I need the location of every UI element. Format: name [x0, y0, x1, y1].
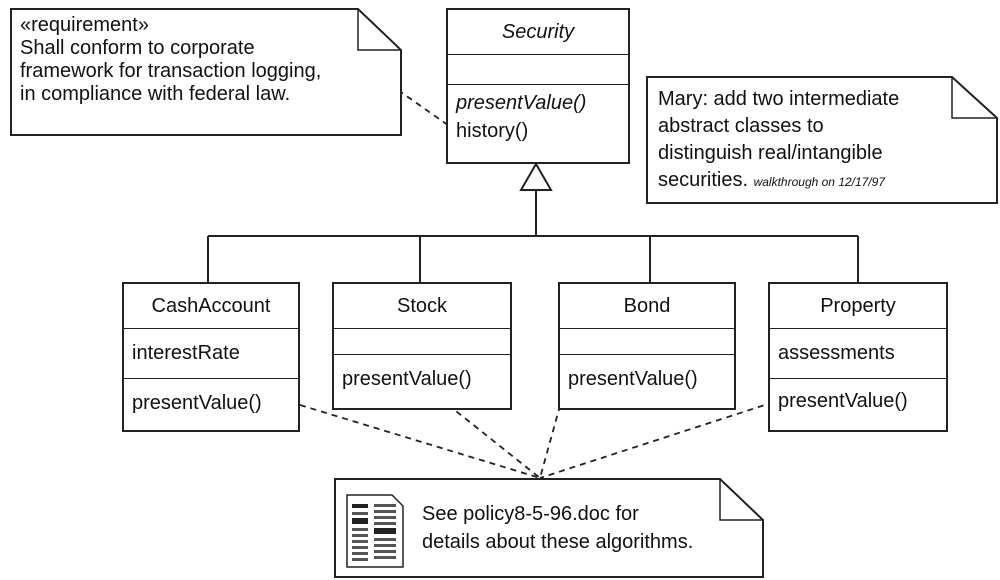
attribute-compartment: interestRate — [124, 328, 298, 378]
class-name: Stock — [396, 295, 448, 317]
requirement-line: framework for transaction logging, — [20, 60, 322, 82]
mary-note: Mary: add two intermediate abstract clas… — [646, 76, 998, 204]
class-security[interactable]: Security presentValue() history() — [446, 8, 630, 164]
attribute: assessments — [778, 342, 895, 364]
operation: presentValue() — [132, 392, 262, 414]
policy-line: See policy8-5-96.doc for — [422, 503, 639, 525]
note-shape — [334, 478, 764, 578]
class-name: Bond — [623, 295, 671, 317]
property-anchor-line — [539, 401, 775, 479]
cashaccount-anchor-line — [299, 404, 541, 479]
class-bond[interactable]: Bond presentValue() — [558, 282, 736, 410]
attribute-compartment — [334, 328, 510, 354]
requirement-anchor-line — [397, 89, 453, 129]
mary-line: securities. — [658, 169, 749, 191]
operation-compartment: presentValue() — [334, 354, 510, 393]
operation: presentValue() — [342, 368, 472, 390]
attribute-compartment — [448, 54, 628, 84]
policy-line: details about these algorithms. — [422, 531, 694, 553]
operation-compartment: presentValue() — [560, 354, 734, 393]
class-name: Property — [820, 295, 896, 317]
operation-compartment: presentValue() history() — [448, 84, 628, 145]
class-property[interactable]: Property assessments presentValue() — [768, 282, 948, 432]
operation: presentValue() — [778, 390, 908, 412]
attribute-compartment — [560, 328, 734, 354]
mary-line: distinguish real/intangible — [658, 142, 883, 164]
note-shape — [646, 76, 998, 204]
generalization-arrowhead — [519, 161, 553, 191]
attribute-compartment: assessments — [770, 328, 946, 378]
policy-note: See policy8-5-96.doc for details about t… — [334, 478, 764, 578]
walkthrough-annotation: walkthrough on 12/17/97 — [753, 175, 886, 189]
class-name: CashAccount — [151, 295, 271, 317]
operation-compartment: presentValue() — [124, 378, 298, 417]
class-name: Security — [501, 21, 575, 43]
operation: presentValue() — [456, 92, 587, 114]
note-shape — [10, 8, 402, 136]
operation: presentValue() — [568, 368, 698, 390]
class-cashaccount[interactable]: CashAccount interestRate presentValue() — [122, 282, 300, 432]
requirement-stereotype: «requirement» — [20, 14, 149, 36]
attribute: interestRate — [132, 342, 240, 364]
requirement-line: Shall conform to corporate — [20, 37, 255, 59]
class-stock[interactable]: Stock presentValue() — [332, 282, 512, 410]
mary-line: abstract classes to — [658, 115, 824, 137]
requirement-note: «requirement» Shall conform to corporate… — [10, 8, 402, 136]
requirement-line: in compliance with federal law. — [20, 83, 291, 105]
mary-line: Mary: add two intermediate — [658, 88, 900, 110]
operation-compartment: presentValue() — [770, 378, 946, 415]
operation: history() — [456, 120, 529, 142]
document-icon — [346, 494, 404, 568]
